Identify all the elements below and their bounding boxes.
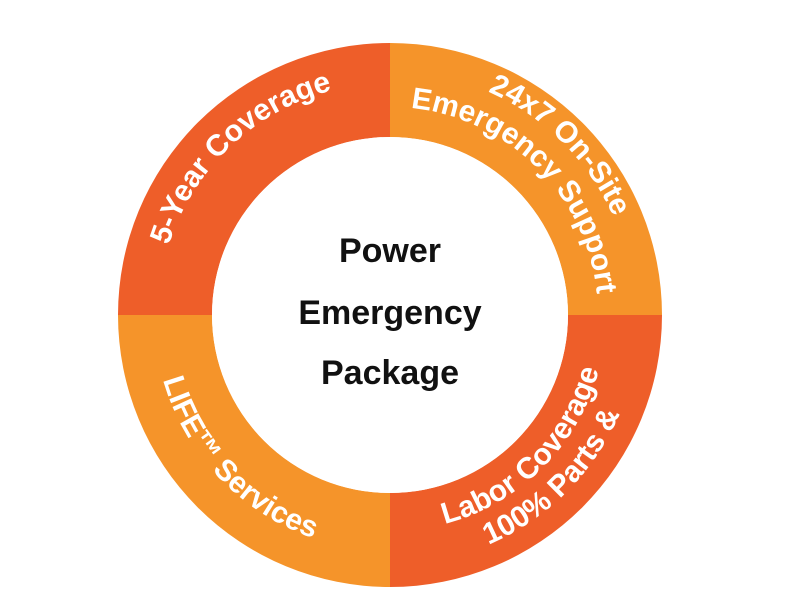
segment-life-services bbox=[118, 315, 390, 587]
center-title-line3: Package bbox=[321, 354, 459, 392]
segment-5-year-coverage bbox=[118, 43, 390, 315]
center-title-line1: Power bbox=[339, 232, 441, 270]
segment-parts-labor-coverage bbox=[390, 315, 662, 587]
center-title-line2: Emergency bbox=[298, 294, 481, 332]
segment-24x7-onsite-support bbox=[390, 43, 662, 315]
center-hub bbox=[212, 137, 568, 493]
